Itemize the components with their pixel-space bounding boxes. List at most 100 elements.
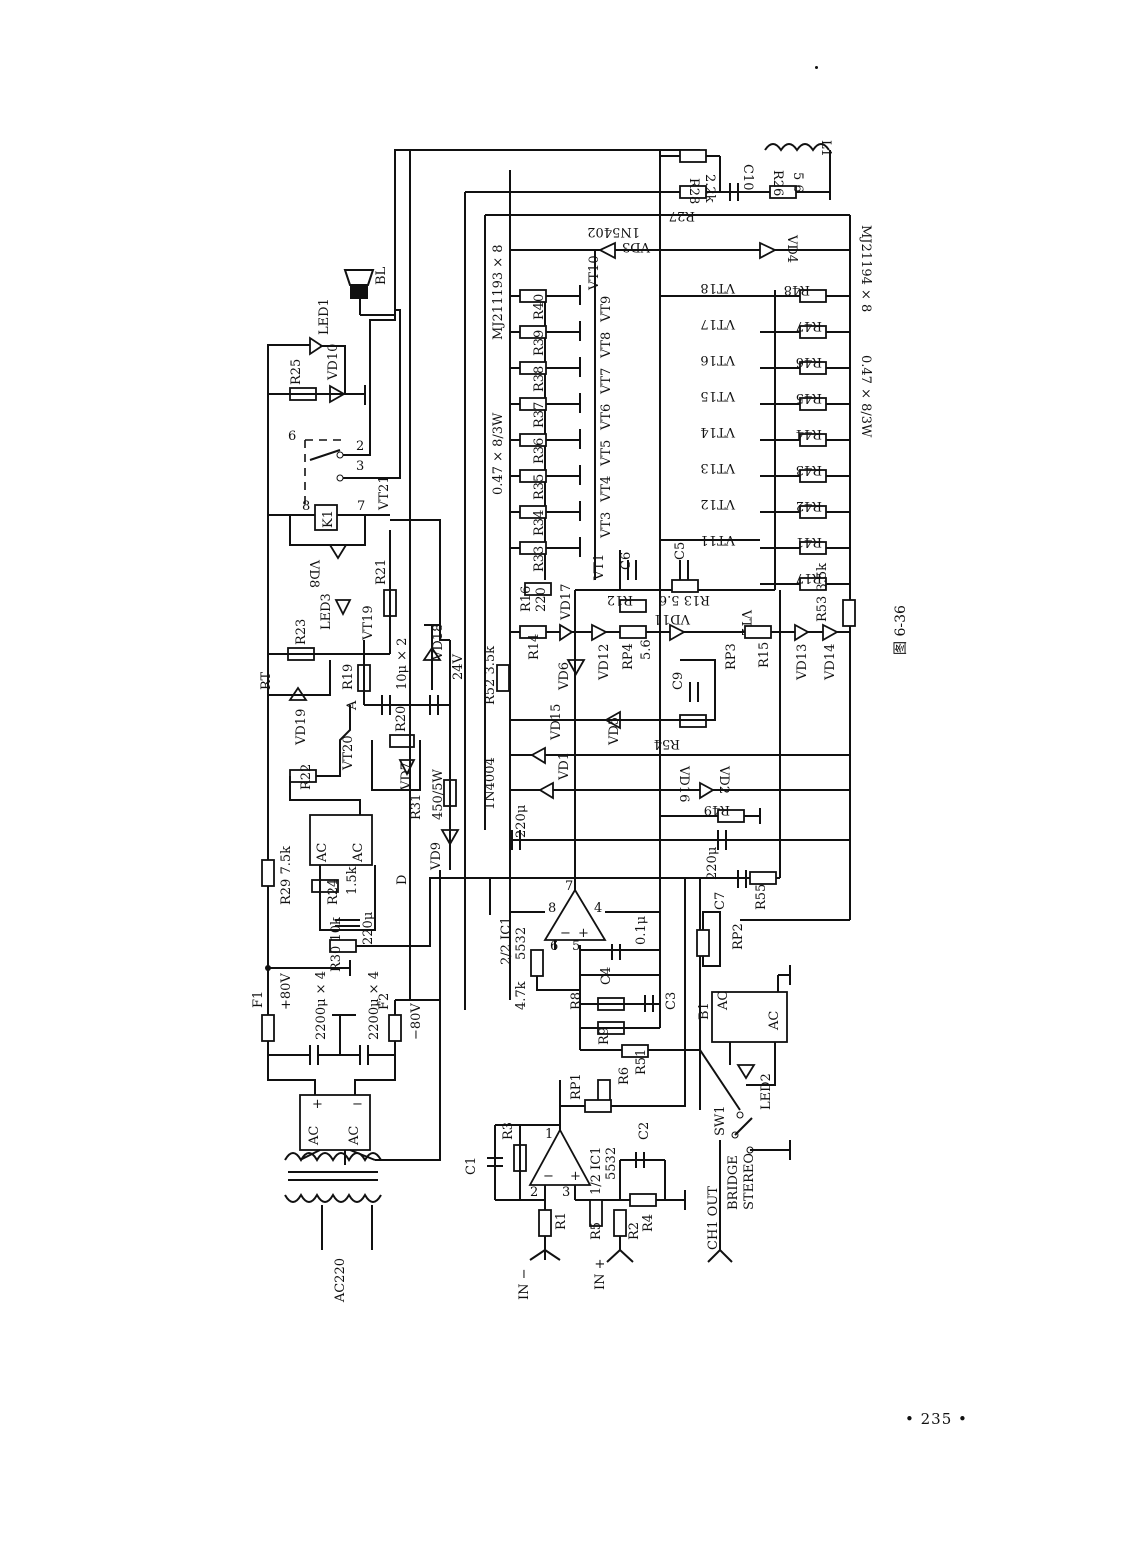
r19-label: R19 [341,664,356,690]
rp2[interactable] [696,929,710,957]
vd13 [794,623,810,642]
led3 [334,599,352,617]
r36-label: R36 [532,438,547,464]
r49-label: R49 [704,802,730,817]
scan-speck [815,66,818,69]
in-minus-label: IN − [517,1268,532,1300]
r3-label: R3 [501,1122,516,1140]
r5 [589,1199,603,1227]
vd16-label: VD16 [676,765,691,802]
r40-label: R40 [532,294,547,320]
vt12-label: VT12 [700,496,736,511]
vt20-label: VT20 [341,735,356,771]
r26 [769,185,797,199]
r24-label: R24 [326,879,341,905]
vd7-label: VD7 [399,762,414,791]
relay-k1[interactable] [314,504,338,531]
vd4 [759,241,778,260]
r27-label: R27 [669,208,695,223]
r8-label: R8 [569,992,584,1010]
r12-label: R12 [607,592,633,607]
r27 [679,185,707,199]
c6-label: C6 [619,552,634,570]
r15-label: R15 [757,642,772,668]
fuse-f2 [388,1014,402,1042]
r14-label: R14 [527,634,542,660]
r38-label: R38 [532,366,547,392]
r9-label: R9 [597,1027,612,1045]
vd6-label: VD6 [557,662,572,691]
bridge-ac-label: AC [307,1126,322,1146]
vd17 [559,623,574,642]
vd10-label: VD10 [326,344,341,381]
vd2-label: VD2 [716,765,731,794]
inv-sign: − [560,926,571,941]
vt18-label: VT18 [700,280,736,295]
r25-label: R25 [289,359,304,385]
r33-label: R33 [532,546,547,572]
r42-label: R42 [796,498,822,513]
r15 [744,625,772,639]
vd12 [591,623,608,642]
rp4[interactable] [619,625,647,639]
vd15-label: VD15 [549,704,564,741]
r48-label: R48 [784,282,810,297]
vd5-label: VD5 [607,717,622,746]
rp2-pot-label: RP2 [731,923,746,950]
c5-label: C5 [673,542,688,560]
vd19-label: VD19 [294,709,309,746]
vt10-label: VT10 [587,255,602,291]
r43-label: R43 [796,462,822,477]
r26-value: 5 6 [790,172,805,193]
bridge-plus: + [312,1097,323,1112]
ic1b-model: 5532 [604,1147,619,1180]
r44-label: R44 [796,426,822,441]
sw1-lever[interactable] [734,1117,753,1136]
vt16-label: VT16 [700,352,736,367]
pin2: 2 [530,1185,538,1200]
speaker-bl [343,269,375,299]
r1 [538,1209,552,1237]
r16 [524,582,552,596]
vd9-label: VD9 [429,842,444,871]
vt15-label: VT15 [700,388,736,403]
vt1-label: VT1 [592,554,607,581]
vt21-label: VT21 [377,475,392,511]
vd8 [328,544,348,560]
fuse-f1 [261,1014,275,1042]
page-number: • 235 • [905,1410,968,1428]
v80p-label: +80V [279,973,294,1010]
r46-label: R46 [796,354,822,369]
rp1-label: 0.47 × 8/3W [491,412,506,495]
vd1-label: VD1 [557,752,572,781]
in-plus-label: IN + [593,1258,608,1290]
opamp-ic1b: 1 2 3 − + 1/2 IC1 5532 C1 R3 R1 IN − R4 … [464,1122,686,1300]
lower-transistor-array: R48 R47 R46 R45 R44 R43 R42 R41 R17 VT18… [660,280,850,591]
rp1[interactable] [584,1099,612,1113]
rp4-value: 5.6 [639,639,654,660]
led1-label: LED1 [317,298,332,335]
vt5-label: VT5 [599,440,614,467]
vd14 [822,623,839,642]
vd8-label: VD8 [306,559,321,588]
r16-value: 220 [534,587,549,612]
transformer [284,1150,382,1250]
rp4-label: RP4 [621,643,636,670]
r51-label: R51 [634,1049,649,1075]
ic1a-label: 2/2 IC1 [499,917,514,965]
c1-label: C1 [464,1157,479,1175]
f2-label: F2 [377,993,392,1010]
k6-label: 6 [288,429,296,444]
vd11-label: VD11 [654,611,691,626]
c9-label: C9 [671,672,686,690]
c220a-label: 220μ [361,912,376,945]
r13 [671,579,699,593]
vd14-label: VD14 [823,644,838,681]
r24-value: 1.5k [345,866,360,895]
output-stage: VD3 1N5402 VD4 R28 2.2k R27 C10 R26 5 6 … [409,140,873,1010]
noninv-sign: + [578,926,589,941]
k1-label: K1 [321,510,336,528]
r34-label: R34 [532,510,547,536]
r53-label: R53 3.5k [815,563,830,622]
